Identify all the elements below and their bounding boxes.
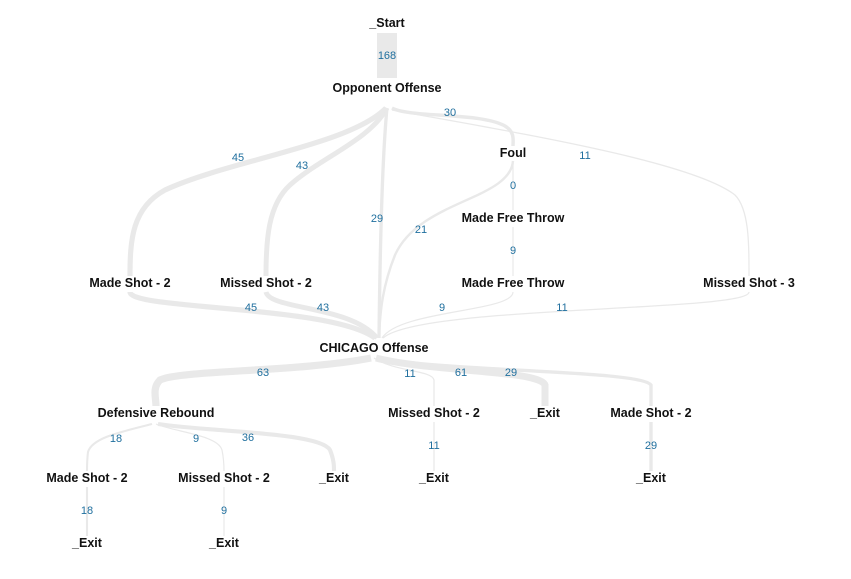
flow-link-chi-made2[interactable]	[376, 356, 653, 406]
flow-value-opp-foul: 30	[444, 107, 456, 119]
flow-value-chi-missed2: 11	[404, 368, 415, 380]
node-foul[interactable]: Foul	[500, 146, 526, 160]
flow-value-missed2d-exit: 9	[221, 505, 227, 517]
flow-link-missed3-chi[interactable]	[382, 291, 750, 339]
flow-value-missed2-chi: 43	[317, 302, 329, 314]
node-exit-made[interactable]: _Exit	[635, 471, 667, 485]
flow-value-madeft2-chi: 9	[439, 302, 445, 314]
flow-value-chi-exit: 61	[455, 367, 467, 379]
node-missed-shot-3[interactable]: Missed Shot - 3	[703, 276, 795, 290]
node-exit-rebound[interactable]: _Exit	[318, 471, 350, 485]
flow-value-made2c-exit: 29	[645, 440, 657, 452]
flow-link-chi-exit[interactable]	[375, 354, 549, 406]
flow-link-chi-defreb[interactable]	[151, 354, 372, 407]
flow-link-opp-missed2[interactable]	[263, 106, 390, 277]
node-opponent-offense[interactable]: Opponent Offense	[332, 81, 441, 95]
flow-value-opp-missed2: 43	[296, 160, 308, 172]
flow-value-missed2b-exit: 11	[428, 440, 439, 452]
flow-value-chi-made2: 29	[505, 367, 517, 379]
flow-links	[85, 33, 750, 536]
flow-value-opp-made2: 45	[232, 152, 244, 164]
node-made-shot-2-mid[interactable]: Made Shot - 2	[610, 406, 691, 420]
flow-link-defreb-missed2[interactable]	[155, 423, 225, 472]
flow-value-foul-chi: 21	[415, 224, 427, 236]
node-exit-bottom-left[interactable]: _Exit	[71, 536, 103, 550]
flow-value-opp-chi: 29	[371, 213, 383, 225]
flow-link-opp-made2[interactable]	[127, 106, 388, 277]
node-exit-mid[interactable]: _Exit	[529, 406, 561, 420]
node-made-free-throw-2[interactable]: Made Free Throw	[462, 276, 565, 290]
flow-value-missed3-chi: 11	[556, 302, 567, 314]
flow-value-chi-defreb: 63	[257, 367, 269, 379]
flow-value-defreb-missed2: 9	[193, 433, 199, 445]
node-exit-bottom-mid[interactable]: _Exit	[208, 536, 240, 550]
node-missed-shot-2-mid[interactable]: Missed Shot - 2	[388, 406, 480, 420]
flow-value-defreb-made2: 18	[110, 433, 122, 445]
flow-value-start-opp: 168	[378, 50, 396, 62]
flow-value-labels: 168 30 45 43 29 11 0 21 9 45 43 9 11 63 11 61 29 18 9 36 11 2…	[81, 50, 657, 517]
flow-link-made2-chi[interactable]	[127, 290, 377, 341]
flow-link-chi-missed2[interactable]	[373, 357, 435, 406]
flow-link-opp-foul[interactable]	[391, 106, 515, 147]
node-made-shot-2-top[interactable]: Made Shot - 2	[89, 276, 170, 290]
flow-link-foul-chi[interactable]	[377, 160, 515, 339]
flow-value-made2-chi: 45	[245, 302, 257, 314]
flow-link-madeft2-chi[interactable]	[381, 291, 514, 339]
flow-link-missed2-chi[interactable]	[263, 290, 379, 340]
flow-value-foul-missed3: 11	[579, 150, 590, 162]
flow-link-foul-missed3[interactable]	[391, 109, 750, 277]
node-defensive-rebound[interactable]: Defensive Rebound	[98, 406, 215, 420]
flow-link-defreb-exit[interactable]	[157, 421, 337, 472]
node-missed-shot-2-top[interactable]: Missed Shot - 2	[220, 276, 312, 290]
node-start[interactable]: _Start	[368, 16, 405, 30]
node-labels: _Start Opponent Offense Foul Made Free T…	[46, 16, 795, 550]
flow-link-defreb-made2[interactable]	[85, 422, 153, 472]
flow-value-defreb-exit: 36	[242, 432, 254, 444]
flow-value-foul-madeft: 0	[510, 180, 516, 192]
node-chicago-offense[interactable]: CHICAGO Offense	[319, 341, 428, 355]
flow-value-madeft-madeft: 9	[510, 245, 516, 257]
node-made-free-throw-1[interactable]: Made Free Throw	[462, 211, 565, 225]
flow-link-opp-chi[interactable]	[377, 107, 389, 339]
node-made-shot-2-low[interactable]: Made Shot - 2	[46, 471, 127, 485]
node-exit-missed[interactable]: _Exit	[418, 471, 450, 485]
flow-value-made2d-exit: 18	[81, 505, 93, 517]
node-missed-shot-2-low[interactable]: Missed Shot - 2	[178, 471, 270, 485]
